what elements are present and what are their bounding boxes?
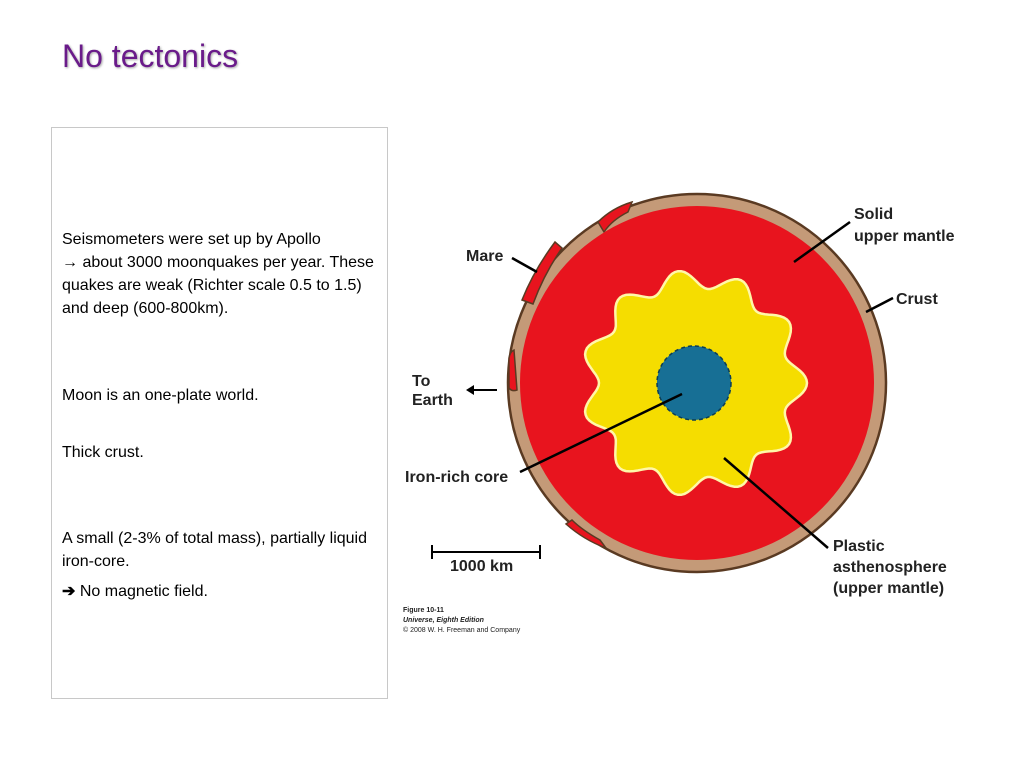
earth-arrow-icon bbox=[466, 385, 474, 395]
figure-caption: Figure 10-11 Universe, Eighth Edition © … bbox=[403, 606, 520, 636]
mare-patch bbox=[508, 348, 518, 392]
crust-leader-line bbox=[865, 296, 894, 314]
label-solid-line2: upper mantle bbox=[854, 228, 955, 245]
arrow-icon: → bbox=[62, 254, 78, 271]
label-mare: Mare bbox=[466, 248, 503, 265]
thick-crust-paragraph: Thick crust. bbox=[62, 444, 144, 461]
one-plate-paragraph: Moon is an one-plate world. bbox=[62, 387, 259, 404]
label-plastic-line2: asthenosphere bbox=[833, 559, 947, 576]
label-plastic-line3: (upper mantle) bbox=[833, 580, 944, 597]
seismometers-paragraph: Seismometers were set up by Apollo → abo… bbox=[62, 228, 377, 320]
label-plastic-line1: Plastic bbox=[833, 538, 885, 555]
iron-rich-core bbox=[656, 345, 732, 421]
text-box: Seismometers were set up by Apollo → abo… bbox=[51, 127, 388, 699]
solid-leader-line bbox=[793, 220, 851, 264]
label-earth-line1: To bbox=[412, 373, 431, 390]
arrow-icon: ➔ bbox=[62, 583, 76, 600]
caption-figure: Figure 10-11 bbox=[403, 607, 444, 614]
core-leader-line bbox=[519, 392, 683, 474]
slide-title: No tectonics bbox=[62, 38, 239, 74]
label-solid-line1: Solid bbox=[854, 206, 893, 223]
caption-book: Universe, Eighth Edition bbox=[403, 617, 484, 624]
label-crust: Crust bbox=[896, 291, 938, 308]
magnetic-field-paragraph: ➔ No magnetic field. bbox=[62, 580, 377, 603]
scale-label: 1000 km bbox=[450, 558, 513, 575]
iron-core-paragraph: A small (2-3% of total mass), partially … bbox=[62, 530, 367, 570]
magnetic-field-text: No magnetic field. bbox=[75, 583, 208, 600]
mare-leader-line bbox=[511, 256, 538, 274]
moon-interior-diagram: Solid upper mantle Mare Crust To Earth I… bbox=[405, 192, 955, 597]
label-earth-line2: Earth bbox=[412, 392, 453, 409]
mare-patch bbox=[521, 240, 564, 305]
label-core: Iron-rich core bbox=[405, 469, 508, 486]
caption-copyright: © 2008 W. H. Freeman and Company bbox=[403, 627, 521, 634]
moonquakes-text: about 3000 moonquakes per year. These qu… bbox=[62, 254, 374, 317]
mare-patch bbox=[597, 200, 634, 234]
seismometers-line: Seismometers were set up by Apollo bbox=[62, 231, 321, 248]
plastic-leader-line bbox=[723, 457, 829, 549]
mare-patch bbox=[564, 519, 609, 550]
